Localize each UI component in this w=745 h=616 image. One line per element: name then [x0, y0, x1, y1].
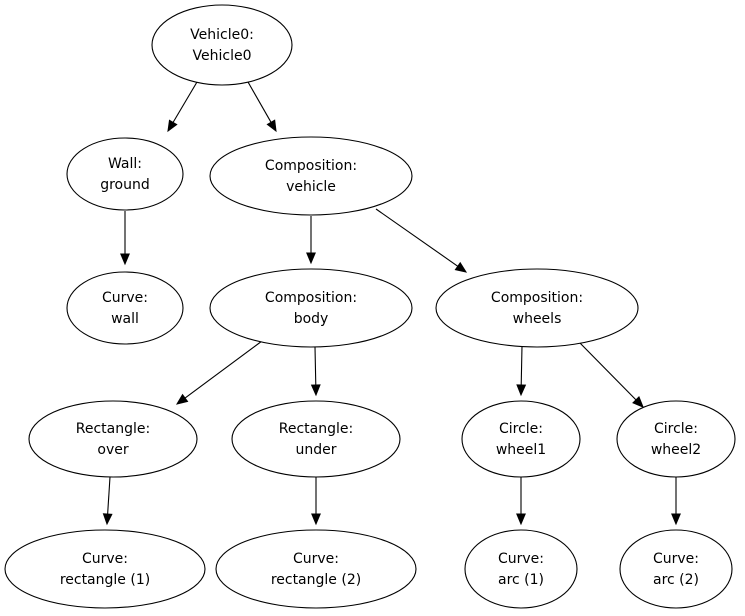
node-label-line2: rectangle (2)	[271, 572, 361, 588]
edge-line	[375, 208, 459, 267]
edge-line	[184, 340, 263, 399]
edge-line	[577, 340, 637, 401]
graph-node-composition_body[interactable]: Composition: body	[209, 268, 413, 348]
edge-arrowhead-icon	[454, 261, 468, 273]
edge-arrowhead-icon	[167, 119, 178, 133]
node-ellipse-shape[interactable]	[209, 268, 413, 348]
edge-arrowhead-icon	[120, 253, 130, 266]
graph-edge-circle_wheel1-to-curve_arc_1	[516, 477, 526, 526]
edge-arrowhead-icon	[671, 513, 681, 526]
node-label-line1: Composition:	[265, 290, 357, 306]
node-label-line2: arc (2)	[653, 572, 699, 588]
graph-edge-circle_wheel2-to-curve_arc_2	[671, 477, 681, 526]
node-label-line1: Curve:	[293, 551, 339, 567]
graph-edge-composition_vehicle-to-composition_wheels	[375, 208, 468, 273]
node-label-line2: wheels	[513, 311, 562, 327]
node-label-line1: Vehicle0:	[190, 27, 254, 43]
graph-node-curve_arc_1[interactable]: Curve: arc (1)	[464, 529, 578, 609]
graph-node-circle_wheel1[interactable]: Circle: wheel1	[461, 400, 581, 478]
node-label-line2: wall	[111, 311, 139, 327]
graph-node-composition_wheels[interactable]: Composition: wheels	[435, 268, 639, 348]
node-label-line1: Wall:	[108, 156, 142, 172]
graph-node-curve_rectangle_1[interactable]: Curve: rectangle (1)	[4, 529, 206, 609]
node-label-line2: body	[294, 311, 329, 327]
node-label-line2: over	[97, 442, 128, 458]
node-label-line1: Circle:	[654, 421, 698, 437]
graph-edge-composition_vehicle-to-composition_body	[306, 216, 316, 265]
node-ellipse-shape[interactable]	[151, 4, 293, 86]
node-ellipse-shape[interactable]	[464, 529, 578, 609]
node-ellipse-shape[interactable]	[66, 271, 184, 345]
node-label-line2: wheel1	[496, 442, 546, 458]
node-ellipse-shape[interactable]	[231, 400, 401, 478]
node-ellipse-shape[interactable]	[4, 529, 206, 609]
graph-edge-rectangle_over-to-curve_rectangle_1	[102, 476, 113, 526]
graph-edge-wall_ground-to-curve_wall	[120, 211, 130, 266]
node-label-line2: vehicle	[286, 179, 336, 195]
graph-node-wall_ground[interactable]: Wall: ground	[66, 137, 184, 211]
edge-arrowhead-icon	[175, 393, 189, 405]
nodes-layer: Vehicle0:Vehicle0Wall:groundComposition:…	[4, 4, 736, 609]
edge-line	[520, 345, 523, 386]
graph-node-rectangle_over[interactable]: Rectangle: over	[28, 400, 198, 478]
node-label-line1: Circle:	[499, 421, 543, 437]
graph-edge-rectangle_under-to-curve_rectangle_2	[311, 477, 321, 526]
graph-node-curve_rectangle_2[interactable]: Curve: rectangle (2)	[215, 529, 417, 609]
graph-edge-vehicle0-to-wall_ground	[167, 81, 198, 133]
graph-edge-composition_wheels-to-circle_wheel1	[516, 345, 527, 397]
graph-node-composition_vehicle[interactable]: Composition: vehicle	[209, 136, 413, 216]
edge-arrowhead-icon	[266, 119, 277, 133]
edge-arrowhead-icon	[516, 384, 527, 397]
node-ellipse-shape[interactable]	[28, 400, 198, 478]
graph-node-circle_wheel2[interactable]: Circle: wheel2	[616, 400, 736, 478]
node-label-line2: arc (1)	[498, 572, 544, 588]
graph-node-rectangle_under[interactable]: Rectangle: under	[231, 400, 401, 478]
node-label-line1: Curve:	[498, 551, 544, 567]
edge-arrowhead-icon	[311, 513, 321, 526]
edges-layer	[102, 81, 681, 526]
graph-node-vehicle0[interactable]: Vehicle0: Vehicle0	[151, 4, 293, 86]
node-label-line2: ground	[100, 177, 150, 193]
node-label-line1: Curve:	[82, 551, 128, 567]
node-ellipse-shape[interactable]	[616, 400, 736, 478]
graph-edge-composition_wheels-to-circle_wheel2	[577, 340, 644, 408]
node-label-line1: Composition:	[491, 290, 583, 306]
node-label-line2: Vehicle0	[193, 48, 252, 64]
edge-line	[247, 81, 272, 123]
node-label-line1: Curve:	[102, 290, 148, 306]
graph-edge-vehicle0-to-composition_vehicle	[247, 81, 277, 133]
edge-arrowhead-icon	[310, 384, 321, 397]
node-label-line1: Rectangle:	[76, 421, 150, 437]
node-ellipse-shape[interactable]	[209, 136, 413, 216]
edge-arrowhead-icon	[306, 252, 316, 265]
edge-arrowhead-icon	[516, 513, 526, 526]
node-label-line1: Composition:	[265, 158, 357, 174]
edge-line	[314, 346, 317, 386]
edge-line	[172, 81, 198, 123]
node-ellipse-shape[interactable]	[461, 400, 581, 478]
node-ellipse-shape[interactable]	[435, 268, 639, 348]
node-label-line2: rectangle (1)	[60, 572, 150, 588]
node-label-line1: Curve:	[653, 551, 699, 567]
edge-arrowhead-icon	[102, 513, 113, 526]
graph-edge-composition_body-to-rectangle_over	[175, 340, 263, 405]
graph-edge-composition_body-to-rectangle_under	[310, 346, 321, 397]
edge-arrowhead-icon	[632, 396, 644, 408]
node-label-line2: under	[295, 442, 336, 458]
edge-line	[107, 476, 111, 515]
node-ellipse-shape[interactable]	[215, 529, 417, 609]
node-ellipse-shape[interactable]	[66, 137, 184, 211]
graph-node-curve_wall[interactable]: Curve: wall	[66, 271, 184, 345]
node-label-line2: wheel2	[651, 442, 701, 458]
node-label-line1: Rectangle:	[279, 421, 353, 437]
node-ellipse-shape[interactable]	[619, 529, 733, 609]
graph-node-curve_arc_2[interactable]: Curve: arc (2)	[619, 529, 733, 609]
